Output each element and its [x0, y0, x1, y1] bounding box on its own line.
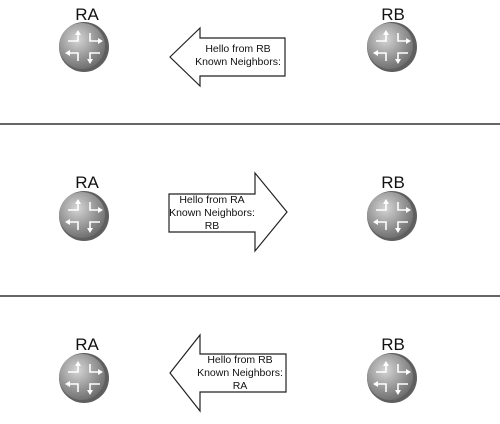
router-icon — [58, 190, 110, 242]
router-icon — [366, 21, 418, 73]
hello-arrow-right — [168, 171, 288, 253]
router-icon — [366, 352, 418, 404]
router-label-ra: RA — [75, 173, 99, 192]
hello-message-line: Known Neighbors: — [195, 56, 281, 68]
hello-arrow-left — [169, 26, 286, 88]
panel-3: RA RB Hello from RB Known Neighbors: RA — [58, 333, 418, 413]
router-label-rb: RB — [381, 173, 405, 192]
panel-1: RA RB Hello from RB Known Neighbors: — [58, 5, 418, 88]
router-label-rb: RB — [381, 335, 405, 354]
hello-message-line: RB — [205, 220, 220, 232]
hello-message-line: Hello from RA — [179, 194, 244, 206]
router-label-ra: RA — [75, 335, 99, 354]
hello-arrow-left — [169, 333, 287, 413]
hello-message-line: Known Neighbors: — [169, 207, 255, 219]
panel-2: RA RB Hello from RA Known Neighbors: RB — [58, 171, 418, 253]
hello-message-line: RA — [233, 380, 248, 392]
router-label-ra: RA — [75, 5, 99, 24]
router-icon — [58, 21, 110, 73]
router-icon — [58, 352, 110, 404]
router-icon — [366, 190, 418, 242]
hello-message-line: Known Neighbors: — [197, 367, 283, 379]
router-label-rb: RB — [381, 5, 405, 24]
hello-message-line: Hello from RB — [205, 43, 270, 55]
hello-message-line: Hello from RB — [207, 354, 272, 366]
